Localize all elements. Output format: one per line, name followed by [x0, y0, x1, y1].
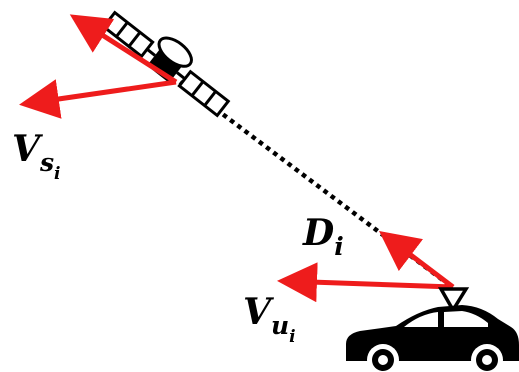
distance-label: Di [302, 212, 344, 261]
line-of-sight [178, 80, 454, 289]
satellite-velocity-arrow-up [69, 14, 178, 85]
satellite-icon [101, 10, 231, 118]
user-velocity-arrow [277, 262, 454, 303]
car-icon [346, 305, 519, 372]
antenna-triangle-icon [437, 287, 470, 314]
user-velocity-label: Vui [243, 291, 296, 347]
satellite-velocity-arrow-left [19, 79, 177, 119]
satellite-velocity-label: Vsi [12, 128, 60, 184]
user-distance-arrow [379, 230, 455, 289]
